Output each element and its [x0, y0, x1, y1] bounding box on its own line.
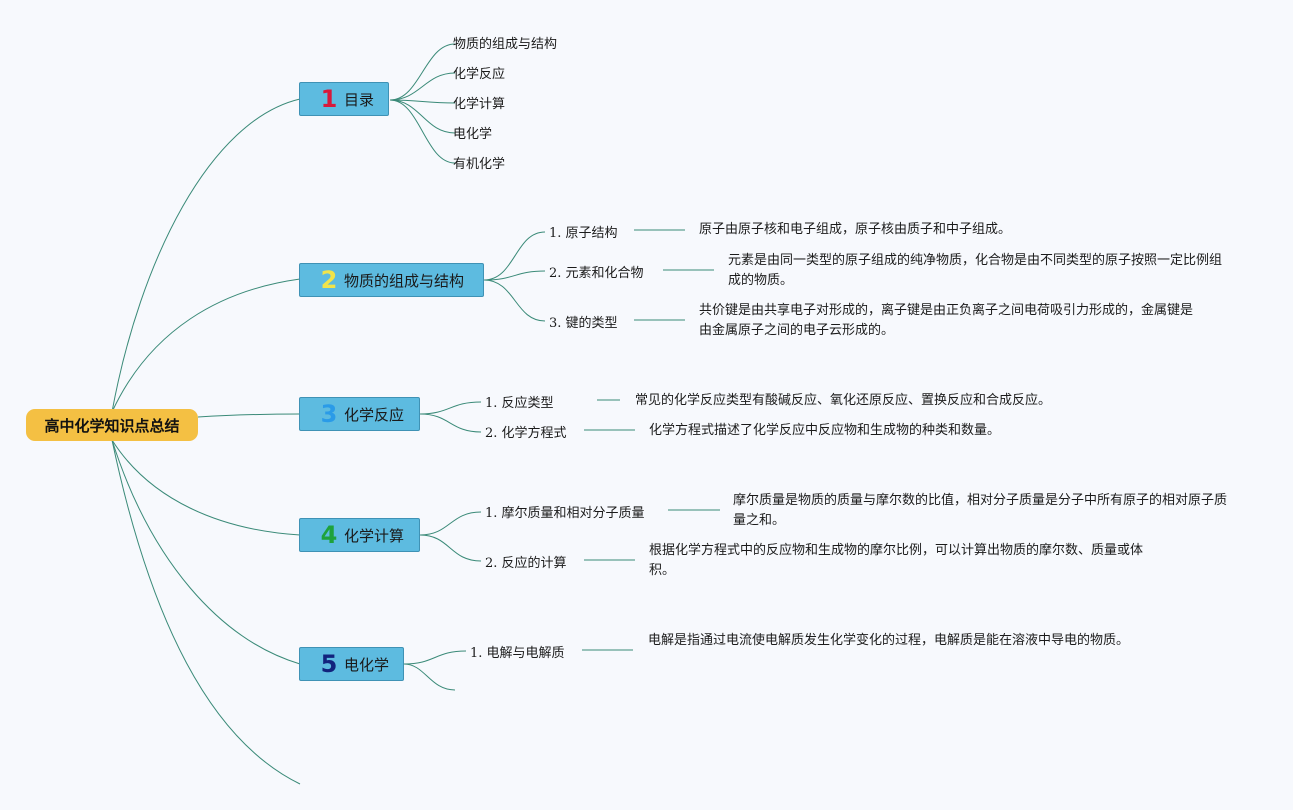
branch-4-label: 化学计算 — [344, 526, 405, 545]
connector-b2-s2 — [483, 270, 546, 281]
root-topic-label: 高中化学知识点总结 — [44, 416, 180, 435]
connector-b5-s2 — [403, 663, 456, 691]
subtopic-2-1-description: 原子由原子核和电子组成，原子核由质子和中子组成。 — [699, 222, 1012, 237]
subtopic-index: 1. — [549, 226, 562, 241]
subtopic-label: 化学方程式 — [501, 426, 567, 441]
branch-1-number: 1 — [320, 85, 338, 113]
branch-1-item[interactable]: 化学反应 — [453, 67, 506, 82]
branch-1-item[interactable]: 物质的组成与结构 — [453, 37, 558, 52]
branch-4-topic[interactable]: 4 化学计算 — [299, 518, 420, 552]
subtopic-index: 1. — [485, 506, 498, 521]
subtopic-2-2[interactable]: 2. 元素和化合物 — [549, 262, 644, 281]
branch-4-number: 4 — [320, 521, 338, 549]
subtopic-2-3[interactable]: 3. 键的类型 — [549, 312, 618, 331]
subtopic-5-1[interactable]: 1. 电解与电解质 — [470, 642, 565, 661]
connector-b2-s3 — [483, 279, 546, 322]
branch-3-label: 化学反应 — [344, 405, 405, 424]
connector-b3-s1 — [419, 401, 482, 415]
branch-5-topic[interactable]: 5 电化学 — [299, 647, 404, 681]
subtopic-label: 键的类型 — [565, 316, 618, 331]
subtopic-index: 3. — [549, 316, 562, 331]
subtopic-2-3-description: 共价键是由共享电子对形成的，离子键是由正负离子之间电荷吸引力形成的，金属键是由金… — [699, 303, 1194, 338]
connector-root-b3 — [197, 413, 301, 418]
branch-2-topic[interactable]: 2 物质的组成与结构 — [299, 263, 484, 297]
subtopic-index: 2. — [549, 266, 562, 281]
subtopic-2-2-description: 元素是由同一类型的原子组成的纯净物质，化合物是由不同类型的原子按照一定比例组成的… — [728, 253, 1223, 288]
subtopic-label: 摩尔质量和相对分子质量 — [501, 506, 645, 521]
subtopic-3-2[interactable]: 2. 化学方程式 — [485, 422, 567, 441]
connector-root-b1 — [111, 98, 301, 413]
connector-b4-s1 — [419, 511, 482, 536]
connector-b1-l4 — [389, 99, 456, 134]
connector-root-b2 — [111, 278, 301, 413]
connector-b4-s2 — [419, 534, 482, 562]
connector-b3-s2 — [419, 413, 482, 433]
subtopic-label: 元素和化合物 — [565, 266, 644, 281]
branch-1-item[interactable]: 电化学 — [453, 127, 493, 142]
subtopic-label: 电解与电解质 — [486, 646, 565, 661]
connector-b1-l3 — [389, 99, 456, 104]
connector-root-b6 — [111, 439, 301, 785]
subtopic-3-1[interactable]: 1. 反应类型 — [485, 392, 554, 411]
subtopic-index: 2. — [485, 426, 498, 441]
branch-1-item[interactable]: 化学计算 — [453, 97, 506, 112]
subtopic-index: 2. — [485, 556, 498, 571]
subtopic-index: 1. — [485, 396, 498, 411]
connector-b1-l2 — [389, 72, 456, 101]
branch-2-number: 2 — [320, 266, 338, 294]
subtopic-5-1-description: 电解是指通过电流使电解质发生化学变化的过程，电解质是能在溶液中导电的物质。 — [648, 633, 1130, 648]
connector-root-b5 — [111, 439, 301, 665]
connector-b1-l1 — [389, 43, 456, 101]
branch-3-number: 3 — [320, 400, 338, 428]
subtopic-label: 反应类型 — [501, 396, 554, 411]
branch-3-topic[interactable]: 3 化学反应 — [299, 397, 420, 431]
subtopic-4-1[interactable]: 1. 摩尔质量和相对分子质量 — [485, 502, 645, 521]
root-topic[interactable]: 高中化学知识点总结 — [26, 409, 198, 441]
subtopic-label: 原子结构 — [565, 226, 618, 241]
connector-b5-s1 — [403, 650, 467, 665]
branch-5-number: 5 — [320, 650, 338, 678]
subtopic-4-1-description: 摩尔质量是物质的质量与摩尔数的比值，相对分子质量是分子中所有原子的相对原子质量之… — [733, 493, 1228, 528]
branch-1-label: 目录 — [344, 90, 375, 109]
branch-5-label: 电化学 — [344, 655, 390, 674]
branch-1-item[interactable]: 有机化学 — [453, 157, 506, 172]
branch-2-label: 物质的组成与结构 — [344, 271, 465, 290]
connector-b2-s1 — [483, 231, 546, 281]
subtopic-3-2-description: 化学方程式描述了化学反应中反应物和生成物的种类和数量。 — [649, 423, 1001, 438]
subtopic-2-1[interactable]: 1. 原子结构 — [549, 222, 618, 241]
connector-root-b4 — [111, 439, 301, 536]
subtopic-index: 1. — [470, 646, 483, 661]
subtopic-label: 反应的计算 — [501, 556, 567, 571]
subtopic-3-1-description: 常见的化学反应类型有酸碱反应、氧化还原反应、置换反应和合成反应。 — [635, 393, 1052, 408]
subtopic-4-2[interactable]: 2. 反应的计算 — [485, 552, 567, 571]
connector-b1-l5 — [389, 99, 456, 164]
subtopic-4-2-description: 根据化学方程式中的反应物和生成物的摩尔比例，可以计算出物质的摩尔数、质量或体积。 — [649, 543, 1144, 578]
branch-1-topic[interactable]: 1 目录 — [299, 82, 389, 116]
